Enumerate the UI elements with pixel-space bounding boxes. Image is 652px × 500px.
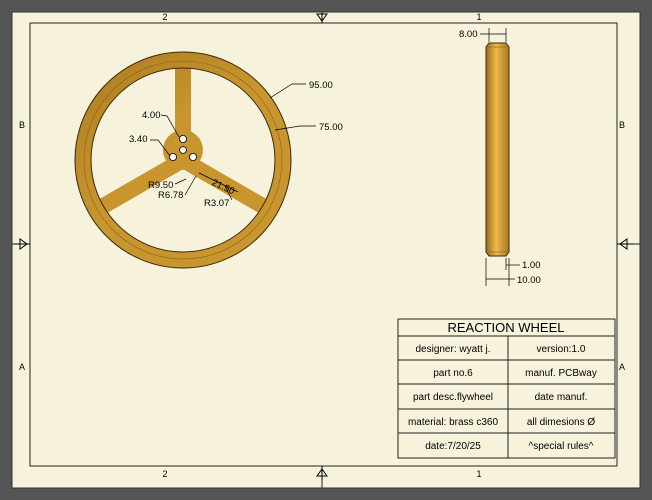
title-block-material: material: brass c360 xyxy=(408,417,498,428)
title-block-title: REACTION WHEEL xyxy=(447,320,564,335)
title-block-date-manuf: date manuf. xyxy=(535,392,588,403)
dim-radius-3: R3.07 xyxy=(204,198,229,209)
title-block-date: date:7/20/25 xyxy=(425,441,481,452)
dim-thickness: 8.00 xyxy=(459,29,478,40)
title-block-part-desc: part desc.flywheel xyxy=(413,392,493,403)
title-block-dimensions-note: all dimesions Ø xyxy=(527,417,596,428)
dim-width: 10.00 xyxy=(517,275,541,286)
dim-hole-small: 4.00 xyxy=(142,110,161,121)
dim-radius-1: R9.50 xyxy=(148,180,173,191)
dim-inner-diameter: 75.00 xyxy=(319,122,343,133)
title-block-manuf: manuf. PCBway xyxy=(525,368,597,379)
title-block-version: version:1.0 xyxy=(537,344,586,355)
title-block-special: ^special rules^ xyxy=(529,441,594,452)
title-block-part-no: part no.6 xyxy=(433,368,473,379)
dim-step: 1.00 xyxy=(522,260,541,271)
dim-hole-center: 3.40 xyxy=(129,134,148,145)
wheel-side-view[interactable] xyxy=(485,42,510,257)
title-block-designer: designer: wyatt j. xyxy=(415,344,490,355)
dim-radius-2: R6.78 xyxy=(158,190,183,201)
title-block xyxy=(397,318,616,459)
dim-outer-diameter: 95.00 xyxy=(309,80,333,91)
